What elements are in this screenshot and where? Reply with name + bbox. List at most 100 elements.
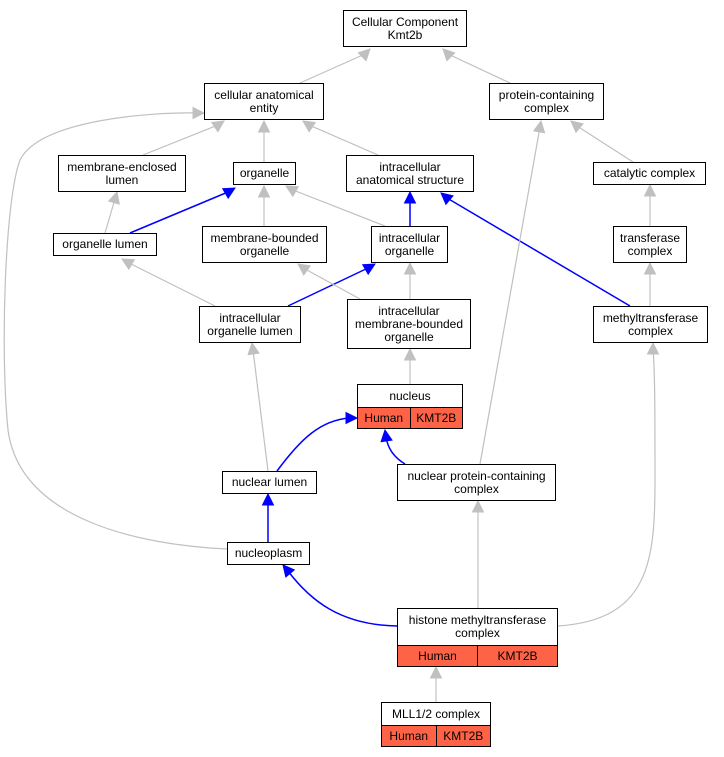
- edge-is-a-protein-containing-complex-to-cellular-component: [442, 48, 511, 84]
- node-intracellular-organelle-lumen-line2: organelle lumen: [207, 323, 293, 338]
- edge-arrowhead: [403, 347, 417, 361]
- node-mll12-complex[interactable]: MLL1/2 complex Human KMT2B: [381, 702, 491, 747]
- node-intracellular-anatomical-structure-line1: intracellular: [379, 159, 441, 174]
- edge-part-of-methyltransferase-complex-to-intracellular-anatomical-structure: [440, 192, 631, 307]
- node-transferase-complex[interactable]: transferase complex: [613, 226, 687, 263]
- edge-part-of-histone-methyltransferase-complex-to-nucleoplasm: [282, 564, 398, 627]
- node-protein-containing-complex-line2: complex: [524, 100, 569, 115]
- edge-arrowhead: [471, 499, 485, 513]
- node-mll12-complex-gene-cell: KMT2B: [435, 726, 490, 746]
- edge-arrowhead: [257, 184, 271, 198]
- edge-is-a-intracellular-organelle-to-organelle: [285, 185, 386, 227]
- node-nucleus-header: nucleus: [358, 385, 462, 407]
- edge-part-of-nuclear-lumen-to-nucleus: [276, 411, 359, 472]
- edge-is-a-histone-methyltransferase-complex-to-nuclear-protein-containing-complex: [471, 499, 485, 608]
- node-membrane-enclosed-lumen-line2: lumen: [105, 172, 139, 187]
- node-methyltransferase-complex-line2: complex: [628, 323, 673, 338]
- node-cellular-component-line2: Kmt2b: [387, 27, 423, 42]
- node-membrane-bounded-organelle[interactable]: membrane-bounded organelle: [202, 226, 327, 263]
- node-histone-methyltransferase-complex-line2: complex: [455, 626, 500, 640]
- node-organelle-lumen[interactable]: organelle lumen: [53, 233, 157, 256]
- edge-arrowhead: [297, 263, 312, 276]
- edge-is-a-nucleoplasm-to-cellular-anatomical-entity: [3, 106, 228, 550]
- edge-arrowhead: [345, 411, 359, 425]
- node-protein-containing-complex-line1: protein-containing: [498, 87, 595, 102]
- node-histone-methyltransferase-complex-header: histone methyltransferase complex: [398, 609, 557, 645]
- edge-is-a-intracellular-anatomical-structure-to-cellular-anatomical-entity: [302, 120, 379, 156]
- node-nucleoplasm-line1: nucleoplasm: [234, 546, 303, 560]
- node-cellular-component-line1: Cellular Component: [351, 14, 459, 29]
- node-nuclear-lumen-line1: nuclear lumen: [231, 475, 308, 489]
- node-membrane-enclosed-lumen[interactable]: membrane-enclosed lumen: [58, 155, 186, 192]
- edge-is-a-intracellular-membrane-bounded-organelle-to-intracellular-organelle: [403, 261, 417, 299]
- edge-part-of-intracellular-organelle-lumen-to-intracellular-organelle: [287, 263, 376, 307]
- node-organelle-lumen-line1: organelle lumen: [62, 237, 148, 251]
- edge-arrowhead: [646, 341, 660, 355]
- node-mll12-complex-label: MLL1/2 complex: [391, 706, 481, 721]
- node-membrane-bounded-organelle-line2: organelle: [239, 243, 290, 258]
- node-nuclear-protein-containing-complex-line2: complex: [454, 481, 499, 496]
- node-catalytic-complex-line1: catalytic complex: [603, 166, 696, 180]
- node-nuclear-lumen[interactable]: nuclear lumen: [222, 471, 317, 494]
- node-catalytic-complex[interactable]: catalytic complex: [593, 162, 706, 185]
- node-intracellular-organelle[interactable]: intracellular organelle: [371, 226, 448, 263]
- edge-arrowhead: [643, 183, 657, 197]
- edge-is-a-organelle-lumen-to-membrane-enclosed-lumen: [104, 190, 120, 234]
- edge-is-a-membrane-bounded-organelle-to-organelle: [257, 184, 271, 226]
- edge-arrowhead: [403, 190, 417, 204]
- edge-arrowhead: [282, 564, 296, 578]
- node-cellular-anatomical-entity[interactable]: cellular anatomical entity: [204, 83, 324, 120]
- node-nucleus-species-cell: Human: [358, 408, 410, 428]
- edge-arrowhead: [302, 120, 317, 133]
- node-histone-methyltransferase-complex[interactable]: histone methyltransferase complex Human …: [397, 608, 558, 667]
- edge-arrowhead: [192, 106, 206, 120]
- edge-part-of-nuclear-protein-containing-complex-to-nucleus: [380, 428, 406, 465]
- node-transferase-complex-line2: complex: [627, 243, 673, 258]
- edge-arrowhead: [121, 258, 136, 271]
- edge-arrowhead: [442, 48, 456, 62]
- edge-is-a-intracellular-organelle-lumen-to-organelle-lumen: [121, 258, 216, 307]
- edge-arrowhead: [361, 263, 376, 276]
- node-intracellular-membrane-bounded-organelle[interactable]: intracellular membrane-bounded organelle: [347, 299, 471, 349]
- edge-is-a-nuclear-lumen-to-intracellular-organelle-lumen: [247, 341, 269, 472]
- node-nucleus-gene-cell: KMT2B: [409, 408, 462, 428]
- node-mll12-complex-header: MLL1/2 complex: [382, 703, 490, 725]
- node-nucleoplasm[interactable]: nucleoplasm: [227, 542, 310, 565]
- node-nuclear-protein-containing-complex-line1: nuclear protein-containing: [407, 468, 546, 483]
- edge-is-a-transferase-complex-to-catalytic-complex: [643, 183, 657, 226]
- node-nuclear-protein-containing-complex[interactable]: nuclear protein-containing complex: [397, 464, 556, 501]
- node-nucleus-annotation-row: Human KMT2B: [358, 407, 462, 428]
- edge-arrowhead: [285, 185, 300, 198]
- node-intracellular-organelle-line2: organelle: [384, 243, 435, 258]
- edge-is-a-membrane-enclosed-lumen-to-cellular-anatomical-entity: [142, 120, 225, 156]
- node-histone-methyltransferase-complex-line1: histone methyltransferase: [408, 613, 547, 627]
- node-intracellular-membrane-bounded-organelle-line1: intracellular: [378, 303, 440, 318]
- node-nucleus[interactable]: nucleus Human KMT2B: [357, 384, 463, 429]
- node-mll12-complex-species-cell: Human: [382, 726, 436, 746]
- edge-arrowhead: [403, 261, 417, 275]
- node-organelle[interactable]: organelle: [233, 162, 296, 185]
- node-intracellular-anatomical-structure-line2: anatomical structure: [355, 172, 465, 187]
- edge-is-a-catalytic-complex-to-protein-containing-complex: [570, 120, 634, 163]
- node-histone-methyltransferase-complex-annotation-row: Human KMT2B: [398, 645, 557, 666]
- edge-arrowhead: [380, 428, 393, 443]
- edge-is-a-mll12-complex-to-histone-methyltransferase-complex: [429, 665, 443, 702]
- node-histone-methyltransferase-complex-species-cell: Human: [398, 646, 477, 666]
- node-cellular-anatomical-entity-line1: cellular anatomical: [214, 87, 314, 102]
- edge-arrowhead: [257, 119, 271, 133]
- edge-arrowhead: [221, 187, 236, 200]
- node-histone-methyltransferase-complex-gene-cell: KMT2B: [477, 646, 557, 666]
- node-intracellular-organelle-lumen[interactable]: intracellular organelle lumen: [199, 306, 301, 343]
- node-methyltransferase-complex[interactable]: methyltransferase complex: [593, 306, 708, 343]
- node-cellular-component[interactable]: Cellular Component Kmt2b: [343, 10, 467, 47]
- node-intracellular-organelle-lumen-line1: intracellular: [219, 310, 281, 325]
- node-protein-containing-complex[interactable]: protein-containing complex: [489, 83, 604, 120]
- node-transferase-complex-line1: transferase: [619, 230, 681, 245]
- node-intracellular-anatomical-structure[interactable]: intracellular anatomical structure: [346, 155, 474, 192]
- node-intracellular-membrane-bounded-organelle-line2: membrane-bounded: [354, 316, 464, 331]
- edge-arrowhead: [570, 120, 584, 134]
- node-mll12-complex-annotation-row: Human KMT2B: [382, 725, 490, 746]
- node-methyltransferase-complex-line1: methyltransferase: [602, 310, 699, 325]
- node-nucleus-label: nucleus: [389, 388, 431, 403]
